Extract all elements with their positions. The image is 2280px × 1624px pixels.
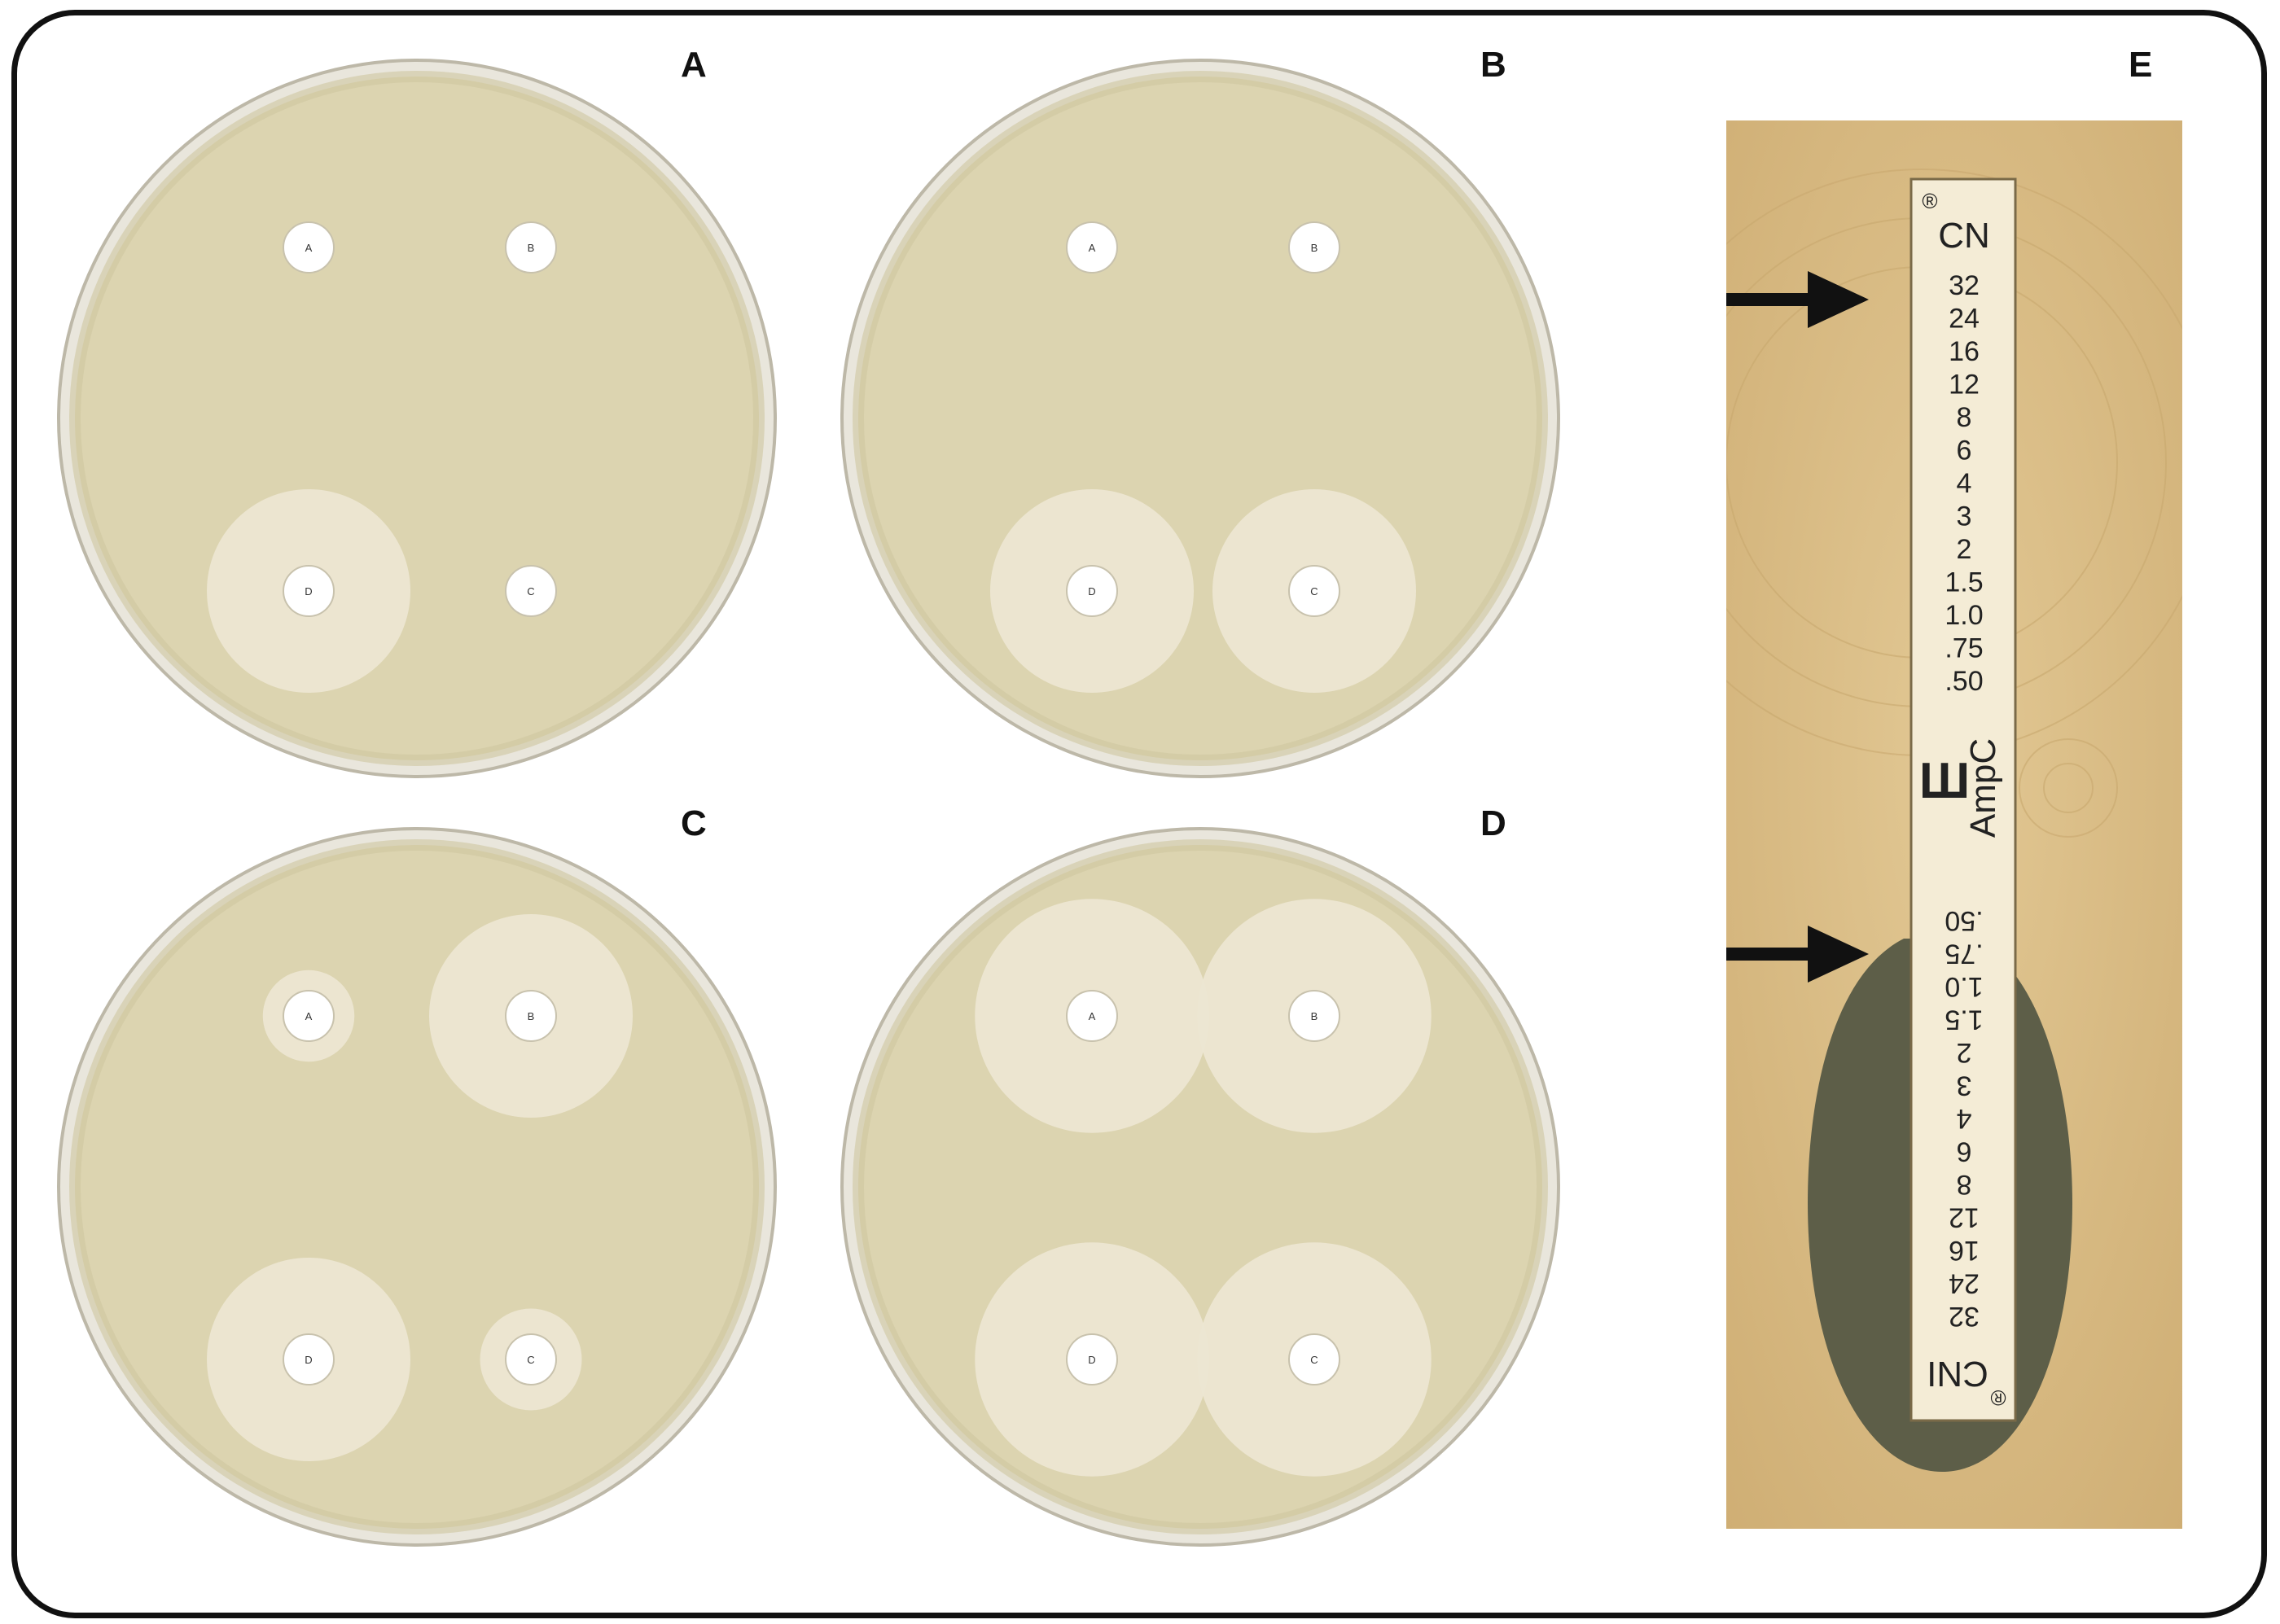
scale-tick-label: 3	[1957, 1070, 1972, 1101]
scale-tick-label: .50	[1945, 905, 1983, 936]
antibiotic-disk	[1066, 565, 1118, 617]
scale-tick-label: 8	[1957, 402, 1972, 433]
arrow-lower	[1726, 926, 1869, 983]
scale-tick-label: 6	[1957, 1136, 1972, 1167]
etest-strip	[1910, 177, 2017, 1422]
scale-tick-label: 2	[1957, 1037, 1972, 1068]
etest-brand: AmpC	[1963, 738, 2003, 838]
etest-registered-top: ®	[1922, 189, 1937, 213]
antibiotic-disk	[505, 221, 557, 274]
disk-label: A	[1089, 1010, 1096, 1022]
panel-label-a: A	[681, 45, 707, 85]
antibiotic-disk	[1288, 990, 1340, 1042]
antibiotic-disk	[1288, 1333, 1340, 1385]
scale-tick-label: 24	[1949, 1268, 1980, 1299]
scale-tick-label: 12	[1949, 370, 1980, 401]
disk-label: C	[1310, 1354, 1318, 1366]
scale-tick-label: 24	[1949, 304, 1980, 335]
disk-label: A	[1089, 242, 1096, 254]
agar-edge	[853, 839, 1548, 1534]
scale-tick-label: 12	[1949, 1202, 1980, 1233]
etest-registered-bottom: ®	[1990, 1385, 2006, 1410]
etest-top-code: CN	[1938, 216, 1990, 256]
antibiotic-disk	[1066, 221, 1118, 274]
antibiotic-disk	[283, 990, 335, 1042]
disk-label: B	[528, 242, 535, 254]
petri-dish-b: A B D C	[840, 59, 1560, 778]
disk-label: C	[527, 1354, 534, 1366]
antibiotic-disk	[283, 565, 335, 617]
scale-tick-label: 16	[1949, 336, 1980, 367]
scale-tick-label: 1.0	[1945, 600, 1983, 631]
agar-edge	[69, 71, 765, 766]
disk-label: D	[305, 1354, 312, 1366]
scale-tick-label: 3	[1957, 501, 1972, 532]
petri-dish-c: A B D C	[57, 827, 777, 1547]
petri-dish-d: A B D C	[840, 827, 1560, 1547]
disk-label: C	[527, 585, 534, 598]
scale-tick-label: 2	[1957, 534, 1972, 565]
scale-tick-label: .75	[1945, 939, 1983, 970]
scale-tick-label: 4	[1957, 1103, 1972, 1134]
antibiotic-disk	[283, 1333, 335, 1385]
panel-label-e: E	[2129, 45, 2153, 85]
antibiotic-disk	[1066, 1333, 1118, 1385]
antibiotic-disk	[505, 565, 557, 617]
disk-label: B	[528, 1010, 535, 1022]
scale-tick-label: 6	[1957, 436, 1972, 466]
disk-label: D	[1088, 585, 1095, 598]
disk-label: A	[305, 1010, 313, 1022]
scale-tick-label: 1.5	[1945, 1005, 1983, 1035]
etest-bottom-code: CNI	[1927, 1354, 1988, 1394]
etest-brand-mark: Ш	[1919, 753, 1970, 809]
disk-label: B	[1311, 1010, 1318, 1022]
scale-tick-label: .75	[1945, 633, 1983, 664]
panel-label-c: C	[681, 803, 707, 843]
scale-tick-label: .50	[1945, 666, 1983, 697]
disk-label: B	[1311, 242, 1318, 254]
arrow-upper	[1726, 271, 1869, 328]
antibiotic-disk	[505, 1333, 557, 1385]
panel-label-b: B	[1480, 45, 1506, 85]
disk-label: C	[1310, 585, 1318, 598]
scale-tick-label: 8	[1957, 1169, 1972, 1200]
antibiotic-disk	[505, 990, 557, 1042]
panel-label-d: D	[1480, 803, 1506, 843]
antibiotic-disk	[283, 221, 335, 274]
agar-edge	[69, 839, 765, 1534]
antibiotic-disk	[1288, 565, 1340, 617]
antibiotic-disk	[1288, 221, 1340, 274]
scale-tick-label: 1.5	[1945, 567, 1983, 598]
disk-label: D	[1088, 1354, 1095, 1366]
disk-label: A	[305, 242, 313, 254]
scale-tick-label: 4	[1957, 468, 1972, 499]
scale-tick-label: 32	[1949, 1301, 1980, 1332]
scale-tick-label: 32	[1949, 270, 1980, 301]
petri-dish-a: A B D C	[57, 59, 777, 778]
antibiotic-disk	[1066, 990, 1118, 1042]
scale-tick-label: 1.0	[1945, 971, 1983, 1002]
agar-edge	[853, 71, 1548, 766]
disk-label: D	[305, 585, 312, 598]
scale-tick-label: 16	[1949, 1235, 1980, 1266]
